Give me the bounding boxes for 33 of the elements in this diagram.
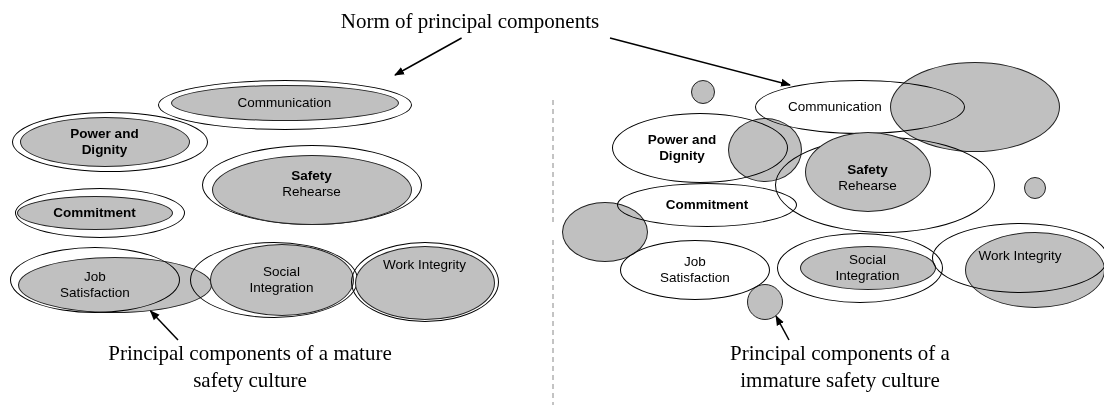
arrow — [609, 37, 791, 87]
component-label: Work Integrity — [383, 256, 466, 273]
arrow — [149, 310, 179, 341]
component-label: Rehearse — [838, 177, 897, 194]
component-label: Power and Dignity — [646, 132, 718, 164]
component-label: Commitment — [53, 204, 136, 221]
shaded-ellipse — [19, 116, 190, 167]
component-label: Social Integration — [248, 263, 315, 296]
shaded-ellipse — [170, 84, 399, 121]
shaded-ellipse — [18, 257, 212, 313]
caption-text: Principal components of a mature safety culture — [100, 340, 400, 394]
shaded-ellipse — [209, 243, 354, 316]
component-label: Communication — [788, 99, 882, 115]
component-label: Power and Dignity — [69, 125, 140, 158]
shaded-ellipse — [16, 195, 173, 230]
arrow — [775, 315, 790, 341]
shaded-ellipse — [799, 245, 936, 290]
shaded-circle — [691, 80, 715, 104]
shaded-circle — [747, 284, 783, 320]
shaded-ellipse — [728, 118, 802, 182]
shaded-circle — [1024, 177, 1046, 199]
component-label: Safety — [847, 161, 888, 178]
caption-text: Norm of principal components — [330, 8, 610, 35]
caption-text: Principal components of a immature safety culture — [690, 340, 990, 394]
component-label: Job Satisfaction — [59, 269, 131, 301]
component-label: Job Satisfaction — [659, 254, 731, 286]
component-label: Safety — [291, 167, 332, 184]
component-label: Social Integration — [834, 251, 901, 284]
component-label: Rehearse — [282, 183, 341, 200]
component-label: Commitment — [665, 197, 749, 213]
component-label: Work Integrity — [978, 248, 1062, 264]
component-label: Communication — [237, 94, 332, 111]
arrow — [394, 37, 463, 76]
